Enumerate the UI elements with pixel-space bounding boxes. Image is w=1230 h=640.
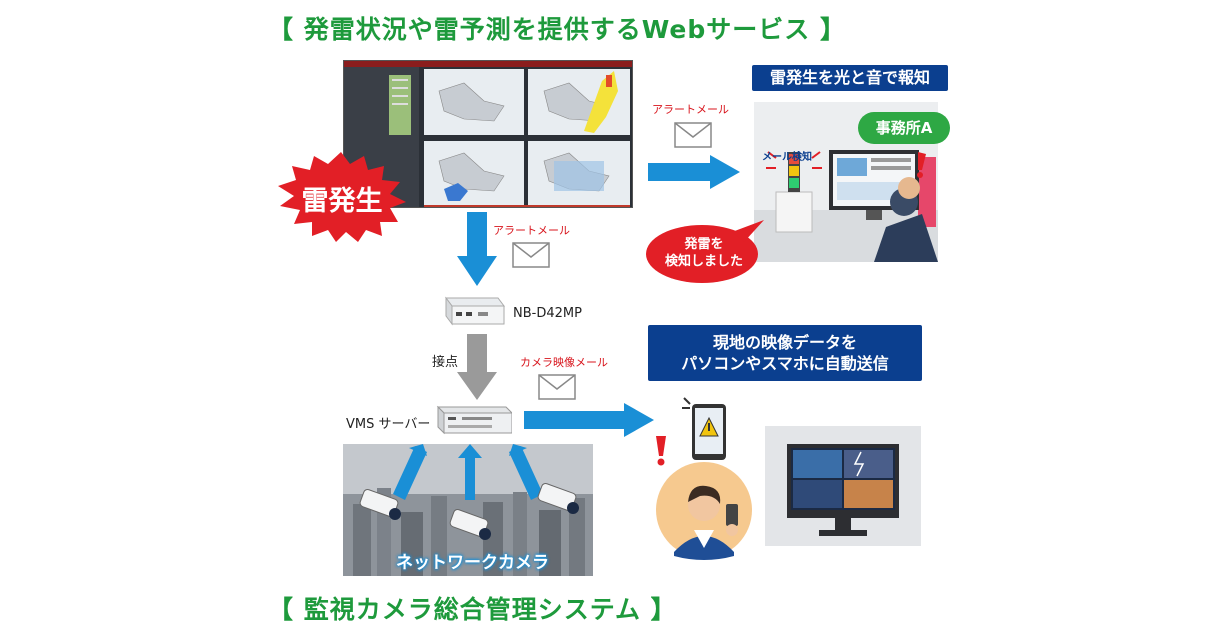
bubble-line-2: 検知しました bbox=[664, 254, 743, 269]
alert-mail-label-right: アラートメール bbox=[652, 103, 729, 116]
network-camera-label: ネットワークカメラ bbox=[396, 553, 549, 573]
detect-bubble-text: 発雷を 検知しました bbox=[648, 236, 760, 270]
arrow-down-to-vms bbox=[457, 334, 497, 400]
exclamation-icon bbox=[656, 436, 666, 466]
office-a-badge: 事務所A bbox=[858, 112, 950, 144]
video-line-2: パソコンやスマホに自動送信 bbox=[681, 354, 889, 373]
alert-mail-label-down: アラートメール bbox=[493, 224, 570, 237]
weather-maps bbox=[344, 61, 632, 207]
top-title: 【 発雷状況や雷予測を提供するWebサービス 】 bbox=[268, 15, 846, 44]
bubble-line-1: 発雷を bbox=[684, 237, 724, 252]
person-with-phone bbox=[656, 462, 752, 560]
nb-device bbox=[445, 296, 505, 326]
arrow-to-devices bbox=[524, 403, 654, 437]
mail-icon bbox=[674, 122, 712, 148]
vms-label: VMS サーバー bbox=[346, 417, 431, 432]
camera-mail-label: カメラ映像メール bbox=[520, 356, 608, 369]
mail-detect-label: メール検知 bbox=[762, 152, 812, 163]
multi-view-monitor bbox=[765, 426, 921, 546]
mail-icon bbox=[538, 374, 576, 400]
notify-box: 雷発生を光と音で報知 bbox=[752, 65, 948, 91]
tablet-icon bbox=[682, 397, 726, 460]
bottom-title: 【 監視カメラ総合管理システム 】 bbox=[268, 595, 677, 624]
detect-bubble bbox=[646, 220, 764, 283]
camera-scene bbox=[343, 444, 593, 576]
video-box: 現地の映像データを パソコンやスマホに自動送信 bbox=[648, 325, 922, 381]
arrow-down-to-nb bbox=[457, 212, 497, 286]
lightning-burst bbox=[278, 152, 406, 242]
mail-icon bbox=[512, 242, 550, 268]
weather-service-screenshot bbox=[343, 60, 633, 208]
contact-label: 接点 bbox=[432, 355, 459, 370]
exclamation-icon bbox=[917, 152, 926, 178]
video-line-1: 現地の映像データを bbox=[712, 333, 857, 352]
vms-server bbox=[436, 405, 512, 435]
arrow-to-office bbox=[648, 155, 740, 189]
burst-label: 雷発生 bbox=[301, 186, 383, 217]
nb-label: NB-D42MP bbox=[513, 306, 582, 321]
